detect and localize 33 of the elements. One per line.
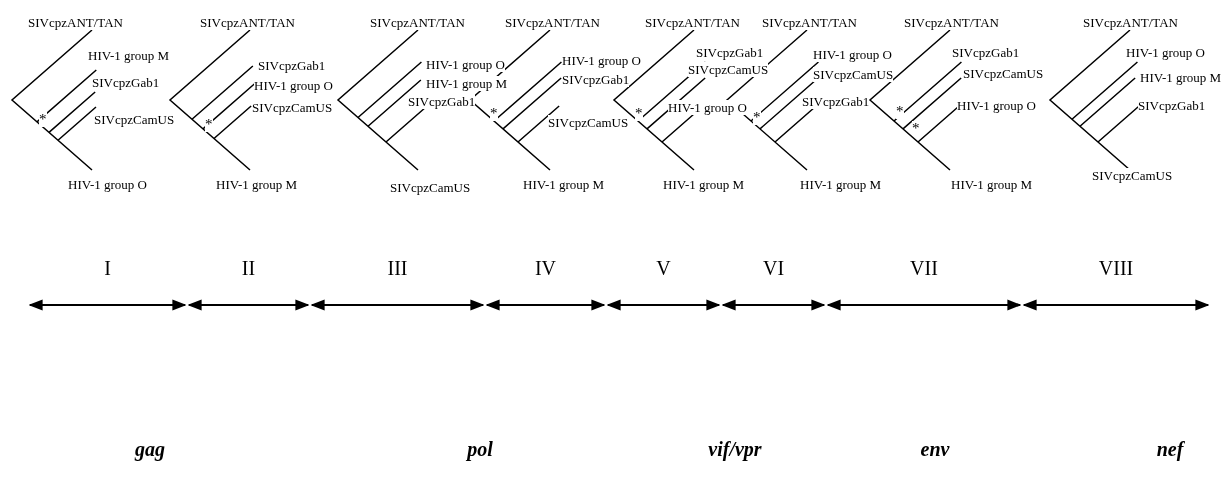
gene-name: nef xyxy=(1156,438,1184,461)
gene-name: gag xyxy=(135,438,165,461)
taxon-label: SIVcpzCamUS xyxy=(813,67,894,82)
taxon-label: SIVcpzGab1 xyxy=(258,58,326,73)
region-numeral: IV xyxy=(534,257,557,280)
support-asterisk: * xyxy=(490,106,498,121)
region-numeral: III xyxy=(387,257,408,280)
taxon-label: SIVcpzGab1 xyxy=(696,45,764,60)
taxon-label: SIVcpzGab1 xyxy=(562,72,630,87)
support-asterisk: * xyxy=(896,104,904,119)
gene-name: vif/vpr xyxy=(708,438,762,461)
gene-name: pol xyxy=(467,438,493,461)
taxon-label: SIVcpzCamUS xyxy=(548,115,629,130)
support-asterisk: * xyxy=(635,106,643,121)
gene-name: env xyxy=(920,438,950,461)
taxon-label: SIVcpzCamUS xyxy=(1092,168,1173,183)
region-numeral: V xyxy=(656,257,671,280)
region-numeral: VIII xyxy=(1098,257,1134,280)
support-asterisk: * xyxy=(39,112,47,127)
region-numeral: II xyxy=(241,257,256,280)
region-numeral: VI xyxy=(762,257,785,280)
taxon-label: HIV-1 group M xyxy=(426,76,508,91)
taxon-label: SIVcpzGab1 xyxy=(408,94,476,109)
region-numeral: I xyxy=(104,257,111,280)
taxon-label: SIVcpzGab1 xyxy=(952,45,1020,60)
region-numeral: VII xyxy=(910,257,938,280)
taxon-label: HIV-1 group O xyxy=(668,100,747,115)
taxon-label: SIVcpzCamUS xyxy=(688,62,769,77)
taxon-label: SIVcpzGab1 xyxy=(92,75,160,90)
taxon-label: SIVcpzGab1 xyxy=(802,94,870,109)
support-asterisk: * xyxy=(205,117,213,132)
support-asterisk: * xyxy=(753,110,761,125)
taxon-label: SIVcpzGab1 xyxy=(1138,98,1206,113)
